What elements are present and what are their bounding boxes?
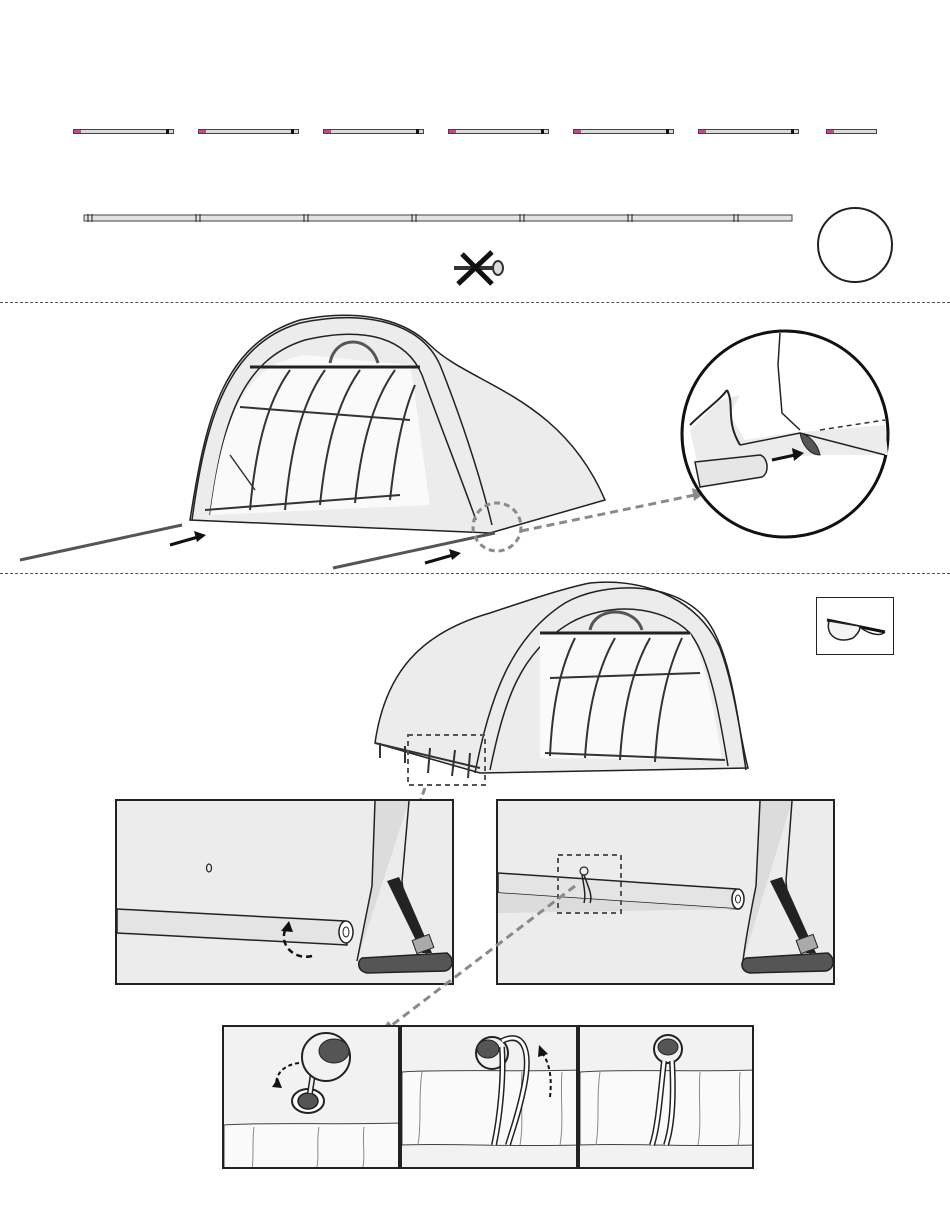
bungee-step-3 [578,1025,754,1169]
short-pole [698,129,799,134]
section-divider [0,573,950,574]
short-pole [198,129,299,134]
short-pole [73,129,174,134]
shelter-front-view [0,305,950,575]
short-pole [573,129,674,134]
crossed-out-bolt-icon [448,248,508,290]
short-pole [448,129,549,134]
count-circle [817,207,893,283]
section-divider [0,302,950,303]
callout-arrow-bungee [370,880,590,1040]
short-pole [323,129,424,134]
shelter-back-view [360,578,760,788]
bungee-step-2 [400,1025,578,1169]
short-end-pole [826,129,877,134]
bungee-step-1 [222,1025,400,1169]
safety-glasses-icon [816,597,894,655]
long-assembled-pole [80,210,800,226]
